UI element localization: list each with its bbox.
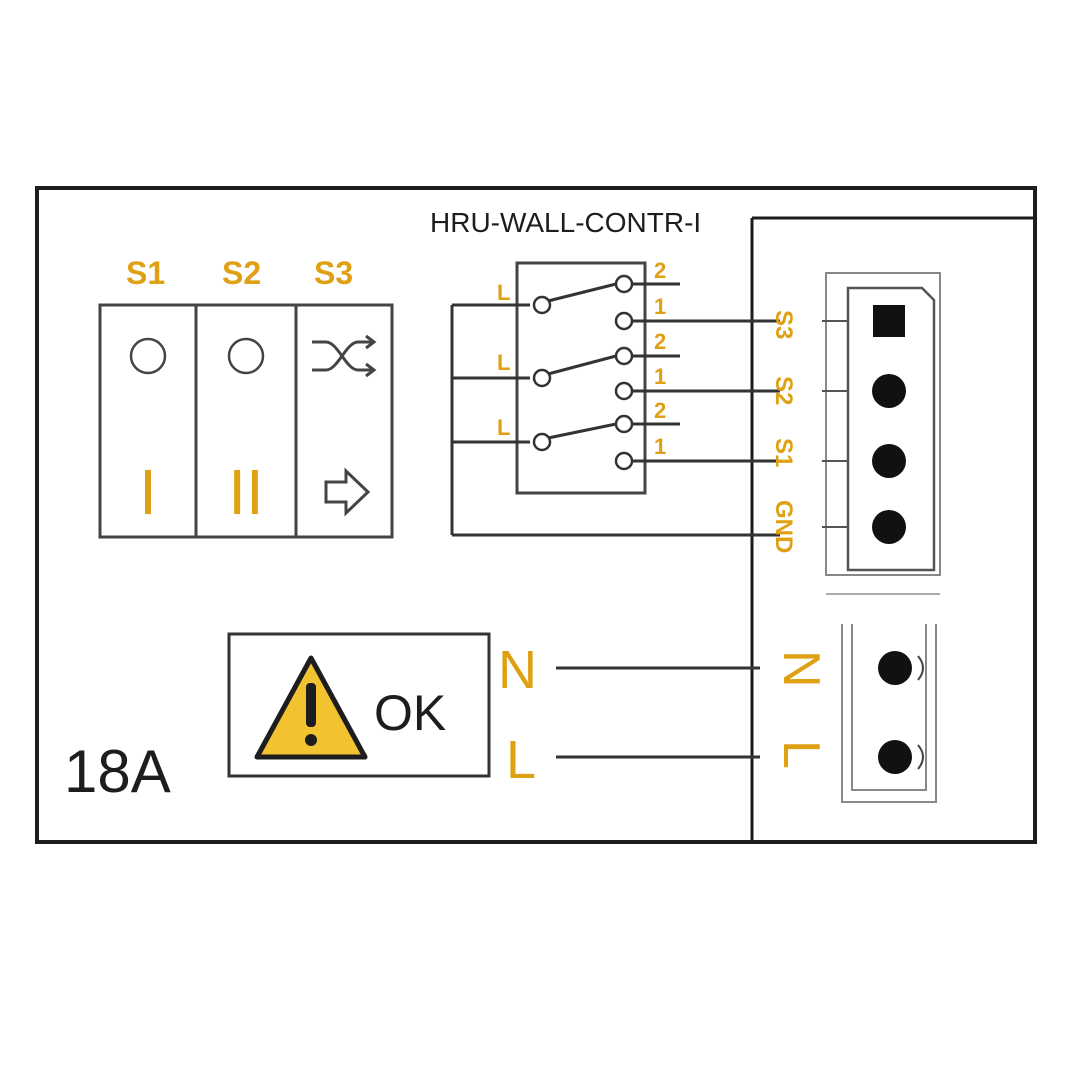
circle-indicator-icon — [129, 337, 167, 375]
outer-frame — [35, 186, 1037, 844]
relay-contact-label: 1 — [654, 294, 666, 319]
power-connector — [841, 624, 937, 803]
connector-pin — [878, 651, 912, 685]
terminal-label-s3: S3 — [770, 310, 797, 339]
signal-connector — [822, 272, 941, 595]
power-label-left-l: L — [506, 730, 536, 790]
connector-pin — [878, 740, 912, 774]
relay-common-label-3: L — [497, 415, 510, 440]
relay-contact-label: 2 — [654, 329, 666, 354]
circle-indicator-icon — [227, 337, 265, 375]
relay-common-label-1: L — [497, 280, 510, 305]
switch-header-s2: S2 — [222, 255, 261, 291]
connector-pin — [872, 374, 906, 408]
switch-symbol-1: I — [139, 456, 157, 528]
shuffle-icon — [312, 334, 377, 378]
warning-triangle-icon — [254, 655, 368, 760]
switch-symbol-2: II — [228, 456, 264, 528]
relay-contact-label: 2 — [654, 258, 666, 283]
terminal-label-s2: S2 — [770, 376, 797, 405]
connector-pin-square — [873, 305, 905, 337]
switch-header-s3: S3 — [314, 255, 353, 291]
power-label-left-n: N — [498, 640, 537, 700]
warning-box: OK — [227, 632, 491, 778]
rating-label: 18A — [64, 738, 171, 805]
relay-common-label-2: L — [497, 350, 510, 375]
terminal-label-gnd: GND — [770, 500, 797, 553]
relay-block: L L L 2 1 2 1 2 1 — [450, 258, 780, 537]
relay-contact-label: 1 — [654, 434, 666, 459]
power-label-right-n: N — [772, 650, 830, 688]
connector-pin — [872, 444, 906, 478]
switch-header-s1: S1 — [126, 255, 165, 291]
warning-text: OK — [374, 685, 446, 741]
terminal-label-s1: S1 — [770, 438, 797, 467]
arrow-right-icon — [324, 467, 371, 517]
switch-panel: S1 S2 S3 I II — [98, 255, 394, 539]
power-label-right-l: L — [772, 740, 830, 769]
relay-contact-label: 1 — [654, 364, 666, 389]
module-label: HRU-WALL-CONTR-I — [430, 207, 701, 238]
relay-contact-label: 2 — [654, 398, 666, 423]
connector-pin — [872, 510, 906, 544]
